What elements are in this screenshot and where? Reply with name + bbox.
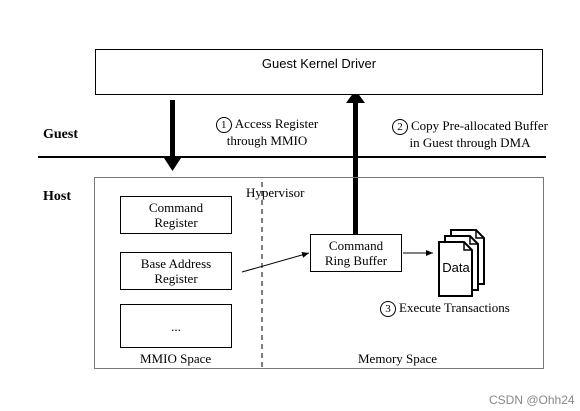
mmio-space-label: MMIO Space [140, 351, 212, 366]
mmio-access-arrow [164, 100, 181, 171]
memory-space-label: Memory Space [358, 351, 438, 366]
command-register-box: Command Register [120, 196, 232, 234]
more-registers-box: ... [120, 304, 232, 348]
data-label: Data [442, 260, 470, 275]
hypervisor-label: Hypervisor [246, 185, 305, 200]
step-3-text: Execute Transactions [399, 300, 510, 315]
step-2-text: Copy Pre-allocated Buffer in Guest throu… [409, 118, 548, 150]
host-box [94, 177, 544, 369]
watermark: CSDN @Ohh24 [489, 393, 575, 407]
host-domain-label: Host [43, 189, 71, 204]
dma-copy-arrow [346, 90, 365, 234]
step-2-number: 2 [392, 119, 409, 135]
base-address-register-box: Base Address Register [120, 252, 232, 290]
guest-kernel-driver-label: Guest Kernel Driver [261, 56, 377, 71]
base-address-pointer-arrow [241, 252, 310, 273]
step-1-text: Access Register through MMIO [226, 116, 319, 148]
guest-kernel-driver-box: Guest Kernel Driver [95, 49, 543, 95]
step-3-number: 3 [380, 301, 396, 317]
data-documents-icon [438, 229, 485, 297]
step-1-number: 1 [215, 117, 232, 133]
guest-domain-label: Guest [43, 127, 78, 142]
command-ring-buffer-box: Command Ring Buffer [310, 234, 402, 272]
